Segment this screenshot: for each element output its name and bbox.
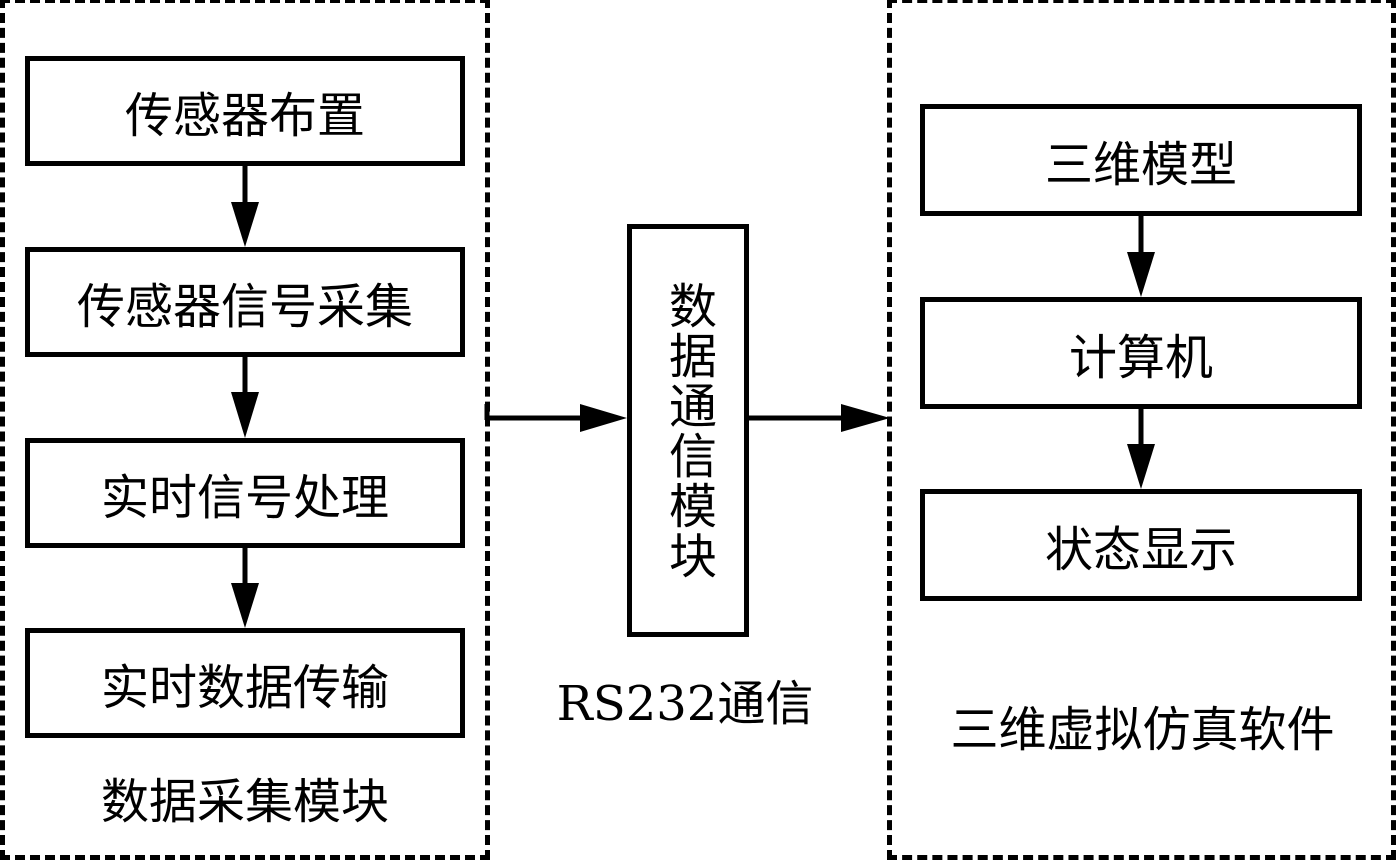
arrow-right: [484, 404, 627, 432]
step-sensor-signal-acquisition: 传感器信号采集: [25, 247, 465, 357]
arrow-right: [749, 404, 890, 432]
data-acquisition-group: [0, 0, 490, 860]
arrow-down: [231, 548, 259, 628]
module-label: 数据通信模块: [660, 280, 716, 581]
step-label: 计算机: [1068, 330, 1213, 386]
arrow-down: [231, 166, 259, 247]
step-label: 实时数据传输: [100, 660, 389, 716]
step-computer: 计算机: [920, 297, 1362, 409]
step-label: 三维模型: [1044, 137, 1237, 193]
step-realtime-signal-processing: 实时信号处理: [25, 438, 465, 548]
arrow-down: [1127, 409, 1155, 489]
arrow-down: [1127, 216, 1155, 297]
step-sensor-layout: 传感器布置: [25, 56, 465, 166]
arrow-down: [231, 357, 259, 438]
rs232-caption: RS232通信: [556, 676, 814, 732]
step-label: 状态显示: [1044, 522, 1237, 578]
data-acquisition-title: 数据采集模块: [100, 774, 389, 830]
step-label: 传感器布置: [124, 88, 365, 144]
step-label: 传感器信号采集: [76, 279, 413, 335]
step-label: 实时信号处理: [100, 470, 389, 526]
step-realtime-data-transfer: 实时数据传输: [25, 628, 465, 738]
data-communication-module: 数据通信模块: [627, 224, 749, 637]
simulation-software-title: 三维虚拟仿真软件: [950, 702, 1335, 758]
step-3d-model: 三维模型: [920, 104, 1362, 216]
step-status-display: 状态显示: [920, 489, 1362, 601]
simulation-software-group: [887, 0, 1396, 860]
